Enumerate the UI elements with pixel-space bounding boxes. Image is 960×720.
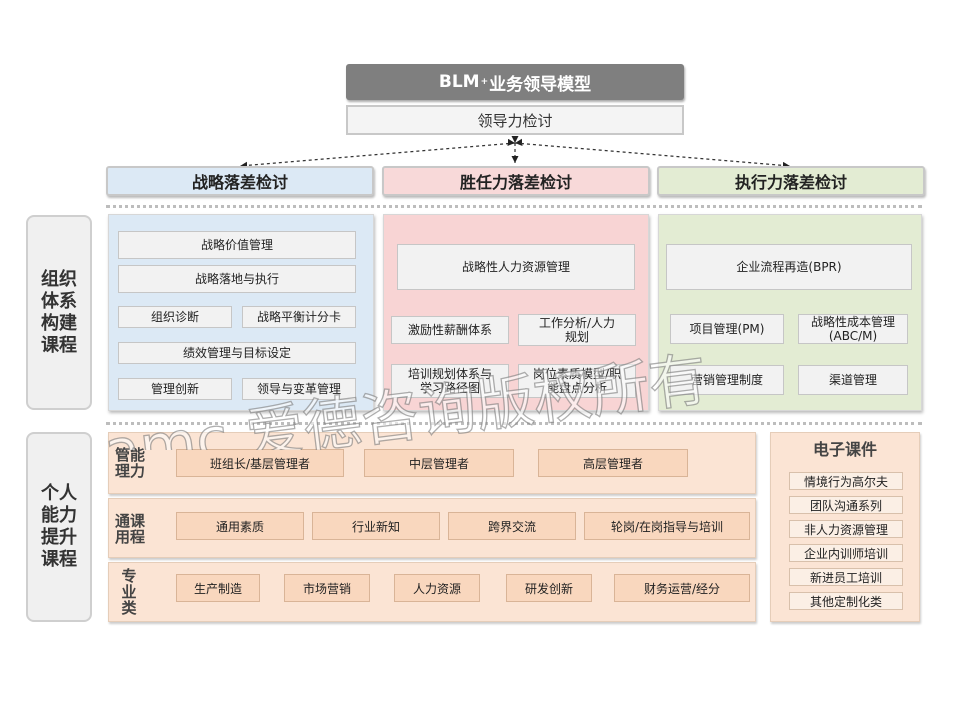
course-box: 企业流程再造(BPR) [666, 244, 912, 290]
course-box: 跨界交流 [448, 512, 576, 540]
personal-label-line: 课程 [41, 549, 77, 570]
divider-top [106, 205, 922, 208]
e-course-title: 电子课件 [812, 440, 877, 459]
course-box: 组织诊断 [118, 306, 232, 328]
course-box: 市场营销 [284, 574, 370, 602]
course-box: 领导与变革管理 [242, 378, 356, 400]
personal-label-line: 提升 [41, 527, 77, 548]
org-label-line: 构建 [41, 312, 77, 334]
row-label-line: 管能 [114, 446, 145, 464]
course-box: 战略价值管理 [118, 231, 356, 259]
course-box: 激励性薪酬体系 [391, 316, 509, 344]
row-label-line: 用程 [114, 528, 145, 546]
competency-gap-review: 胜任力落差检讨 [382, 166, 650, 196]
course-box: 生产制造 [176, 574, 260, 602]
personal-label-line: 个人 [41, 483, 77, 504]
execution-gap-review: 执行力落差检讨 [657, 166, 925, 196]
e-course-item: 情境行为高尔夫 [789, 472, 903, 490]
title-prefix: BLM [438, 72, 480, 92]
course-box: 战略平衡计分卡 [242, 306, 356, 328]
course-box: 财务运营/经分 [614, 574, 750, 602]
course-box: 中层管理者 [364, 449, 514, 477]
e-course-item: 新进员工培训 [789, 568, 903, 586]
org-label-line: 体系 [41, 290, 77, 312]
personal-label-line: 能力 [41, 505, 77, 526]
course-box: 行业新知 [312, 512, 440, 540]
e-course-item: 其他定制化类 [789, 592, 903, 610]
arrows [239, 135, 791, 169]
course-box: 管理创新 [118, 378, 232, 400]
course-box: 项目管理(PM) [670, 314, 784, 344]
row-label: 通课用程 [110, 510, 150, 548]
course-box: 战略性成本管理(ABC/M) [798, 314, 908, 344]
row-label-line: 通课 [114, 512, 145, 530]
org-system-label: 组织 体系 构建 课程 [26, 215, 92, 410]
course-box: 渠道管理 [798, 365, 908, 395]
title-sup: + [480, 77, 489, 87]
org-label-line: 组织 [41, 268, 77, 290]
course-box: 研发创新 [506, 574, 592, 602]
personal-ability-label: 个人 能力 提升 课程 [26, 432, 92, 622]
divider-middle [106, 422, 922, 425]
row-label-line: 理力 [114, 462, 145, 480]
e-course-item: 团队沟通系列 [789, 496, 903, 514]
course-box: 岗位素质模型/职能盘点分析 [518, 364, 636, 398]
title-suffix: 业务领导模型 [489, 74, 592, 95]
org-label-line: 课程 [41, 334, 77, 356]
course-box: 战略性人力资源管理 [397, 244, 635, 290]
course-box: 班组长/基层管理者 [176, 449, 344, 477]
strategy-gap-review: 战略落差检讨 [106, 166, 374, 196]
row-label: 专业类 [121, 567, 137, 617]
course-box: 培训规划体系与学习路径图 [391, 364, 509, 398]
course-box: 战略落地与执行 [118, 265, 356, 293]
course-box: 工作分析/人力规划 [518, 314, 636, 346]
e-course-item: 非人力资源管理 [789, 520, 903, 538]
leadership-review: 领导力检讨 [346, 105, 684, 135]
course-box: 高层管理者 [538, 449, 688, 477]
course-box: 人力资源 [394, 574, 480, 602]
course-box: 绩效管理与目标设定 [118, 342, 356, 364]
course-box: 通用素质 [176, 512, 304, 540]
model-title: BLM + 业务领导模型 [346, 64, 684, 100]
course-box: 轮岗/在岗指导与培训 [584, 512, 750, 540]
e-course-item: 企业内训师培训 [789, 544, 903, 562]
course-box: 营销管理制度 [670, 365, 784, 395]
row-label: 管能理力 [110, 444, 150, 482]
